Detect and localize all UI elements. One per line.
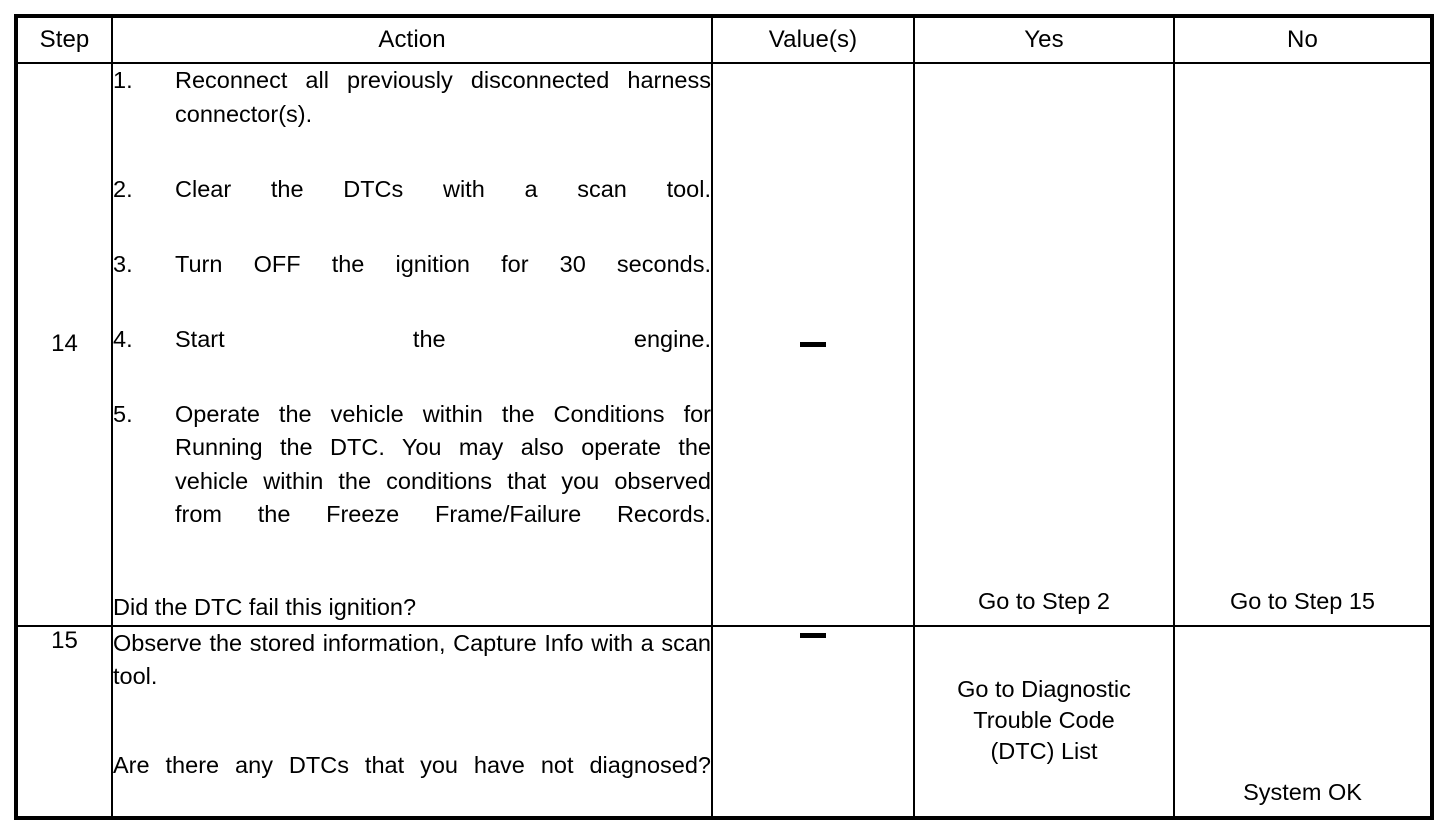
no-cell-step-15[interactable]: System OK: [1173, 624, 1433, 819]
step-number-15: 15: [15, 624, 113, 819]
list-item-number: 3.: [113, 250, 133, 277]
value-cell-step-15: [711, 624, 915, 819]
em-dash-icon: [800, 632, 826, 638]
list-item-text: Start the engine.: [175, 325, 711, 352]
list-item: 5. Operate the vehicle within the Condit…: [113, 398, 711, 566]
column-header-values: Value(s): [711, 15, 915, 64]
action-intro-step-15: Observe the stored information, Capture …: [113, 629, 711, 690]
column-header-step: Step: [15, 15, 113, 64]
step-number-14: 14: [15, 62, 113, 627]
column-header-action: Action: [111, 15, 713, 64]
yes-label-line-1: Go to Diagnostic: [957, 675, 1131, 702]
value-cell-step-14: [711, 62, 915, 627]
table-row: 15 Observe the stored information, Captu…: [15, 624, 1433, 819]
column-header-no: No: [1173, 15, 1433, 64]
yes-label-line-3: (DTC) List: [990, 737, 1098, 764]
action-spacer: [113, 565, 711, 591]
action-spacer: [113, 727, 711, 749]
diagnostic-table-page: Step Action Value(s) Yes No 14 1. Reconn…: [14, 14, 1434, 820]
action-step-list: 1. Reconnect all previously disconnected…: [113, 64, 711, 565]
list-item-text: Reconnect all previously disconnected ha…: [175, 67, 711, 127]
list-item-number: 1.: [113, 67, 133, 93]
list-item-text: Turn OFF the ignition for 30 seconds.: [175, 250, 711, 277]
yes-cell-step-15[interactable]: Go to Diagnostic Trouble Code (DTC) List: [913, 624, 1175, 819]
action-cell-step-14: 1. Reconnect all previously disconnected…: [111, 62, 713, 627]
no-cell-step-14[interactable]: Go to Step 15: [1173, 62, 1433, 627]
action-question-step-15: Are there any DTCs that you have not dia…: [113, 752, 711, 778]
list-item-number: 2.: [113, 175, 133, 202]
list-item: 1. Reconnect all previously disconnected…: [113, 64, 711, 165]
list-item: 3. Turn OFF the ignition for 30 seconds.: [113, 248, 711, 315]
list-item: 4. Start the engine.: [113, 323, 711, 390]
yes-label-line-2: Trouble Code: [973, 706, 1115, 733]
list-item-number: 4.: [113, 325, 133, 352]
table-row: 14 1. Reconnect all previously disconnec…: [15, 62, 1433, 627]
yes-cell-step-14[interactable]: Go to Step 2: [913, 62, 1175, 627]
diagnostic-procedure-table: Step Action Value(s) Yes No 14 1. Reconn…: [14, 14, 1434, 820]
em-dash-icon: [800, 341, 826, 347]
table-header-row: Step Action Value(s) Yes No: [15, 15, 1433, 64]
action-cell-step-15: Observe the stored information, Capture …: [111, 624, 713, 819]
list-item: 2. Clear the DTCs with a scan tool.: [113, 173, 711, 240]
column-header-yes: Yes: [913, 15, 1175, 64]
list-item-text: Operate the vehicle within the Condition…: [175, 400, 711, 528]
list-item-number: 5.: [113, 400, 133, 427]
list-item-text: Clear the DTCs with a scan tool.: [175, 175, 711, 202]
action-question-step-14: Did the DTC fail this ignition?: [113, 594, 417, 620]
